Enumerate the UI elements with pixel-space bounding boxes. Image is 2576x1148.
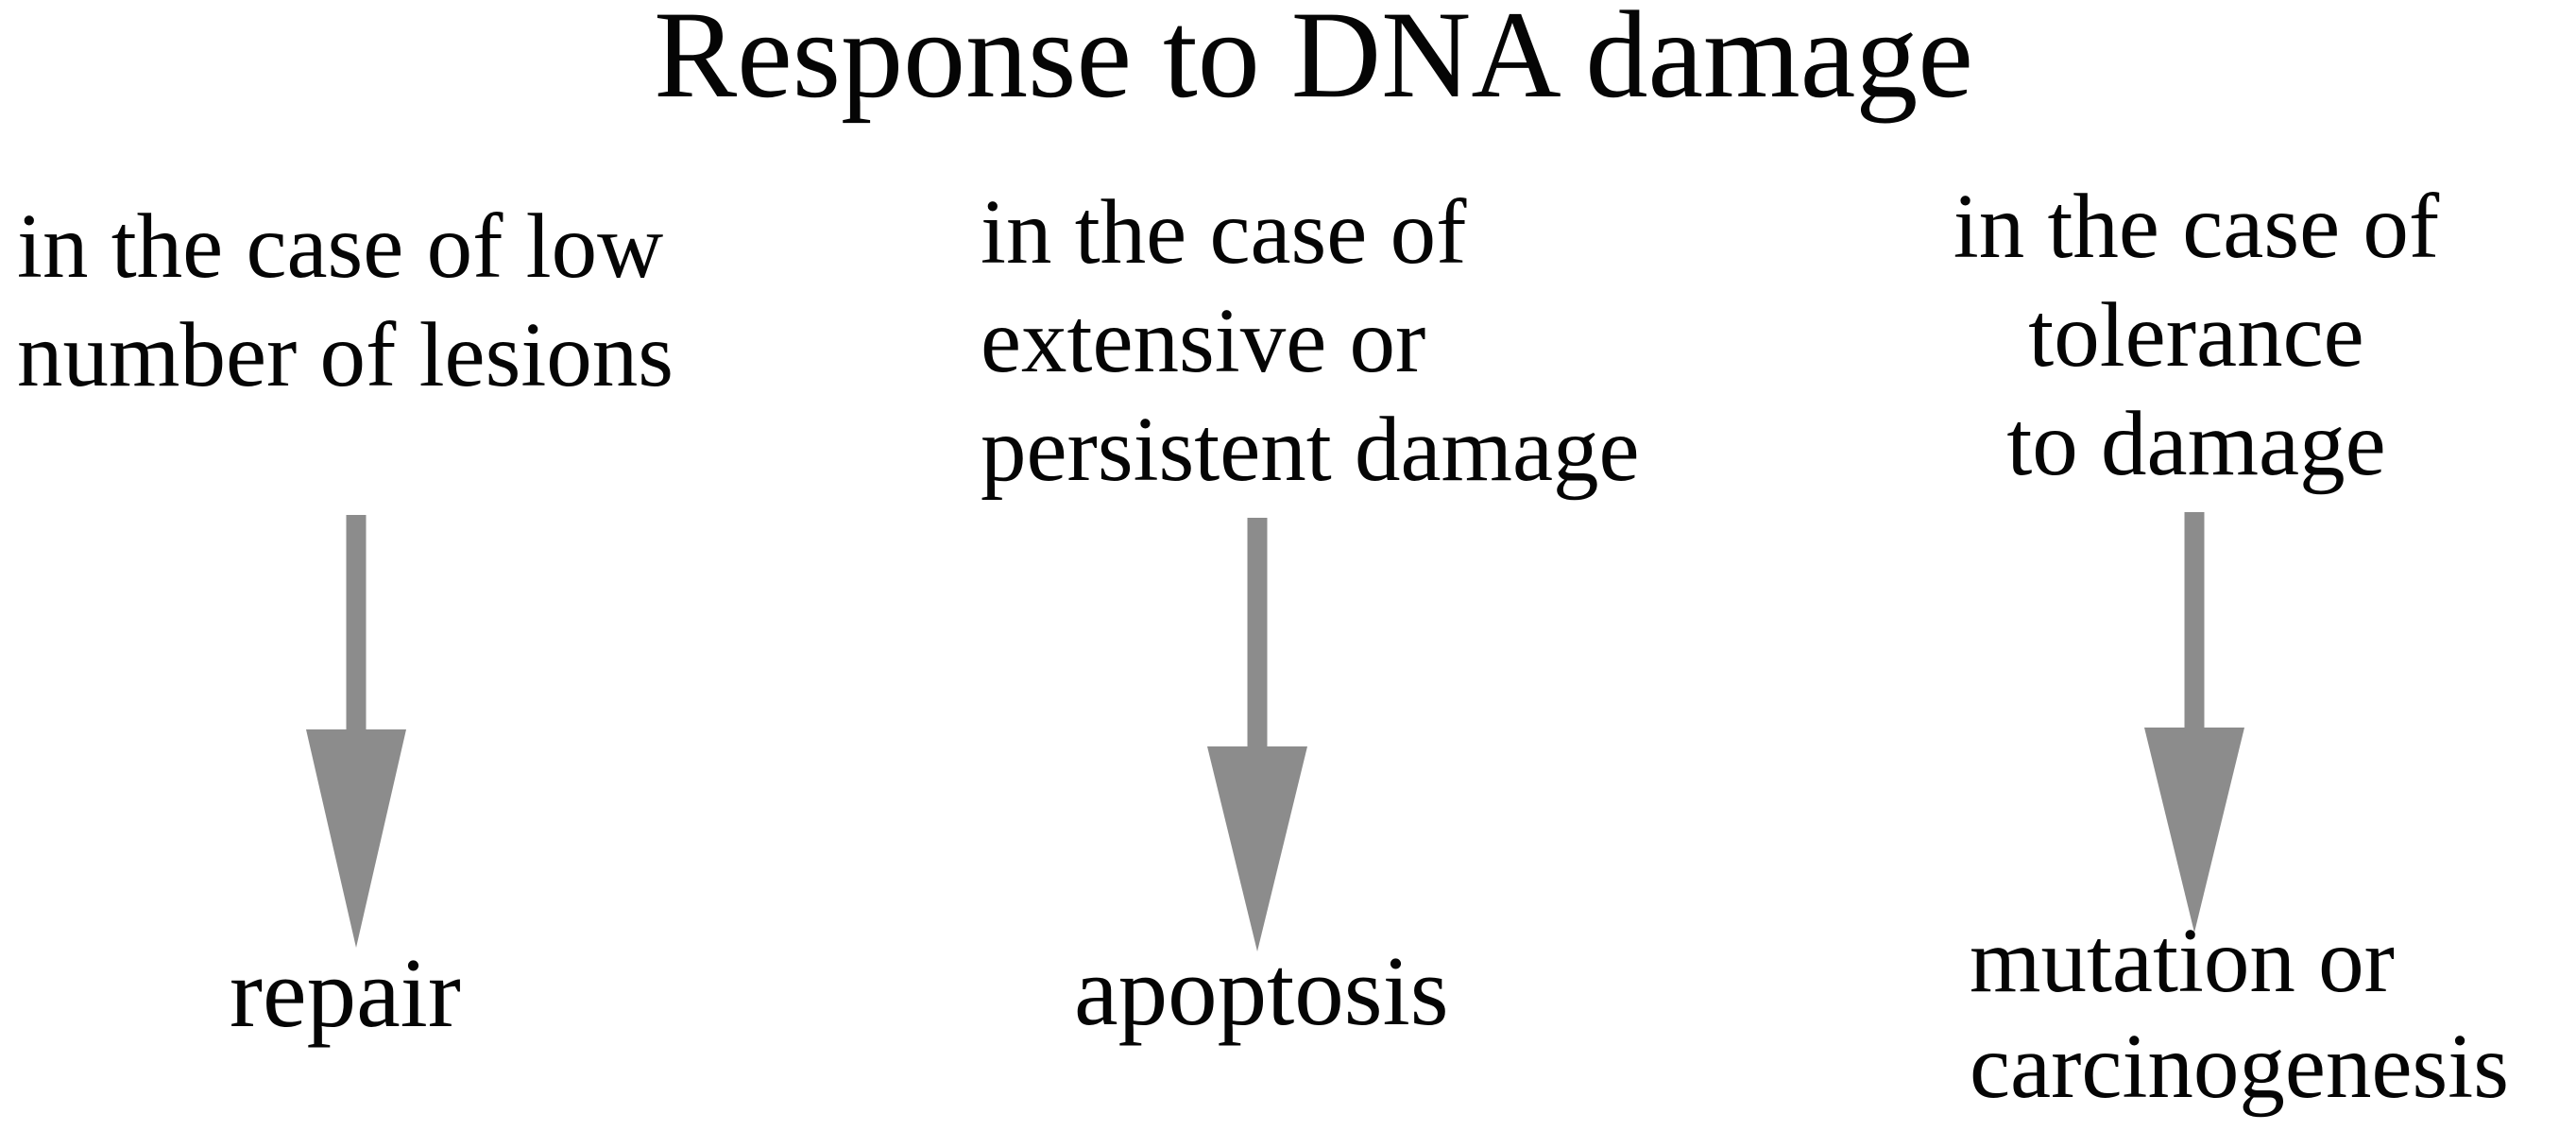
- down-arrow-icon: [1207, 518, 1307, 951]
- condition-line: tolerance: [2028, 284, 2364, 386]
- condition-tolerance: in the case of tolerance to damage: [1927, 172, 2465, 498]
- outcome-label: apoptosis: [1074, 935, 1449, 1046]
- condition-line: in the case of: [1953, 176, 2440, 277]
- outcome-mutation-carcinogenesis: mutation or carcinogenesis: [1970, 908, 2509, 1120]
- outcome-label: mutation or: [1970, 910, 2395, 1011]
- condition-line: to damage: [2006, 393, 2386, 494]
- condition-low-lesions: in the case of low number of lesions: [17, 192, 674, 409]
- outcome-label: carcinogenesis: [1970, 1016, 2509, 1117]
- condition-line: in the case of: [981, 181, 1467, 283]
- page-title: Response to DNA damage: [654, 0, 1973, 124]
- outcome-apoptosis: apoptosis: [1074, 941, 1449, 1040]
- outcome-label: repair: [230, 937, 461, 1048]
- down-arrow-icon: [306, 515, 406, 948]
- condition-line: extensive or: [981, 290, 1426, 391]
- condition-line: persistent damage: [981, 399, 1640, 500]
- down-arrow-icon: [2144, 512, 2244, 933]
- condition-line: in the case of low: [17, 196, 664, 297]
- condition-extensive-damage: in the case of extensive or persistent d…: [981, 178, 1640, 504]
- outcome-repair: repair: [230, 943, 461, 1042]
- condition-line: number of lesions: [17, 304, 674, 405]
